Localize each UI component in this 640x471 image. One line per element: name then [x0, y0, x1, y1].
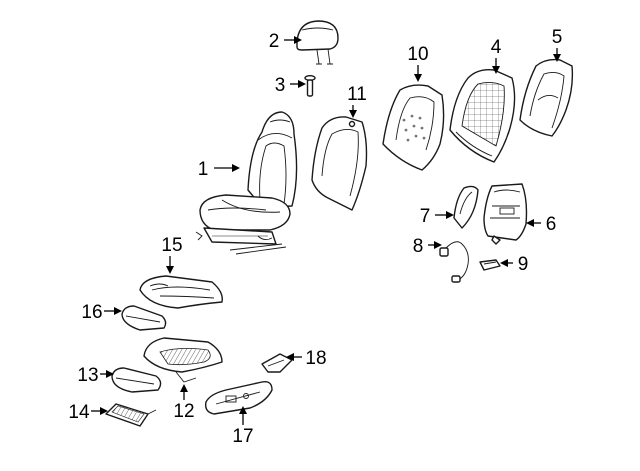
callout-label-5: 5 — [552, 27, 563, 48]
callout-label-1: 1 — [198, 159, 209, 180]
callout-label-11: 11 — [347, 84, 367, 105]
callout-label-17: 17 — [232, 426, 253, 447]
callout-label-3: 3 — [275, 75, 286, 96]
part-back-panel — [483, 183, 528, 245]
callout-18: 18 — [286, 348, 327, 369]
callout-6: 6 — [526, 214, 556, 235]
part-backrest-frame — [449, 68, 516, 163]
part-foam-insert — [121, 305, 167, 331]
callout-4: 4 — [491, 37, 502, 74]
part-side-trim — [453, 185, 479, 229]
callout-13: 13 — [77, 365, 114, 386]
part-backrest-pad — [382, 84, 445, 171]
callout-label-2: 2 — [269, 31, 280, 52]
callout-12: 12 — [173, 384, 195, 422]
callout-label-7: 7 — [420, 206, 431, 227]
callout-17: 17 — [232, 406, 254, 447]
part-headrest — [296, 20, 339, 65]
callout-3: 3 — [275, 75, 306, 96]
callout-14: 14 — [68, 402, 108, 423]
callout-9: 9 — [500, 254, 528, 275]
callout-label-6: 6 — [546, 214, 557, 235]
callout-16: 16 — [81, 302, 122, 323]
callout-label-4: 4 — [491, 37, 502, 58]
part-cushion-pad — [143, 337, 223, 383]
callout-label-14: 14 — [68, 402, 90, 423]
part-cushion-cover — [139, 275, 223, 309]
callout-8: 8 — [413, 236, 442, 257]
part-seat-mat — [105, 403, 157, 427]
callout-label-9: 9 — [518, 254, 529, 275]
callout-label-8: 8 — [413, 236, 424, 257]
callout-label-15: 15 — [161, 235, 182, 256]
part-headrest-guide — [304, 74, 316, 97]
callout-2: 2 — [269, 31, 302, 52]
callout-10: 10 — [407, 44, 429, 82]
part-complete-seat — [195, 111, 298, 255]
callout-label-12: 12 — [173, 401, 194, 422]
callout-label-16: 16 — [81, 302, 102, 323]
part-bracket — [261, 353, 293, 373]
part-backrest-panel — [519, 58, 574, 137]
part-backrest-cover — [311, 116, 368, 211]
callout-label-10: 10 — [407, 44, 428, 65]
part-pad — [111, 367, 162, 393]
callout-label-13: 13 — [77, 365, 98, 386]
callout-7: 7 — [420, 206, 454, 227]
callout-1: 1 — [198, 159, 240, 180]
part-wire-harness — [439, 241, 469, 283]
part-connector — [479, 259, 501, 271]
callout-11: 11 — [347, 84, 367, 118]
callout-label-18: 18 — [305, 348, 326, 369]
part-side-cover — [204, 380, 273, 415]
callout-5: 5 — [552, 27, 563, 62]
callout-15: 15 — [161, 235, 183, 274]
